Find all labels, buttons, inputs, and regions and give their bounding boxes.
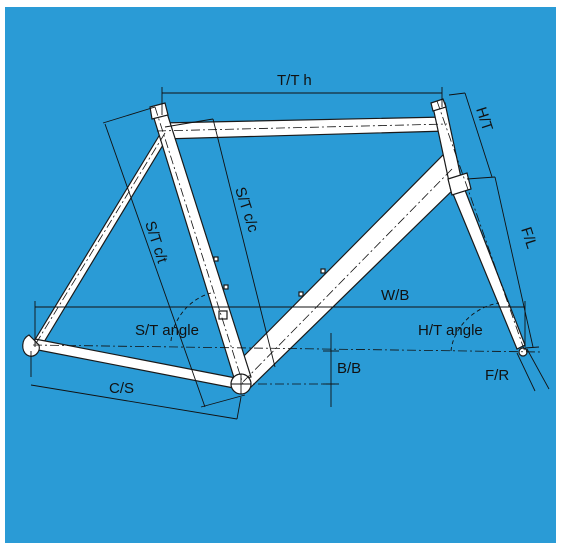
diagram-panel: T/T h H/T F/L S/T c/t S/T c/c W/B S/T an… (5, 7, 556, 543)
label-head-tube-angle: H/T angle (418, 322, 483, 339)
head-tube-angle-arc (450, 302, 500, 352)
label-top-tube-horizontal: T/T h (277, 72, 312, 89)
bottle-boss (320, 268, 326, 274)
frame-geometry-diagram: T/T h H/T F/L S/T c/t S/T c/c W/B S/T an… (5, 7, 556, 543)
top-tube-centerline (156, 123, 448, 132)
label-chainstay: C/S (109, 380, 134, 397)
bottle-boss (213, 256, 219, 262)
seat-tube-centerline (154, 106, 244, 385)
fork-crown (447, 172, 472, 196)
label-fork-length: F/L (517, 225, 540, 251)
label-fork-rake: F/R (485, 367, 509, 384)
label-head-tube: H/T (472, 105, 496, 133)
label-bottom-bracket-drop: B/B (337, 360, 361, 377)
seat-stay-centerline (34, 132, 166, 346)
bottle-boss (298, 291, 304, 297)
rear-dropout (22, 334, 40, 357)
cable-guide (218, 310, 228, 320)
front-dropout (518, 347, 528, 357)
label-wheelbase: W/B (381, 287, 409, 304)
bottle-boss (223, 284, 229, 290)
label-seat-tube-angle: S/T angle (135, 322, 199, 339)
background (5, 7, 556, 543)
head-tube-centerline (436, 100, 526, 353)
